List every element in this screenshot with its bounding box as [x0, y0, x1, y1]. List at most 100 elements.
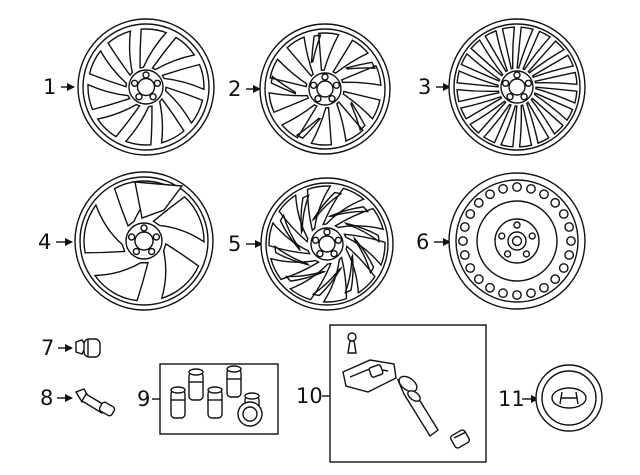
spoke-window — [88, 49, 128, 88]
lug-hole — [503, 250, 512, 258]
vent-hole — [459, 222, 470, 232]
callout-2: 2 — [228, 77, 261, 101]
spoke-window — [151, 36, 196, 71]
spoke-window — [311, 266, 343, 297]
alloy-wheel-multi-spoke-illustration — [448, 18, 586, 156]
spoke-window — [459, 95, 503, 120]
callout-7: 7 — [41, 336, 73, 360]
spoke-window — [311, 191, 343, 222]
vent-hole — [473, 274, 484, 285]
hub — [507, 231, 527, 251]
spoke-window — [335, 101, 364, 142]
spoke-window — [161, 63, 205, 91]
lug-hole — [316, 250, 324, 258]
spoke-window — [310, 34, 322, 64]
lug-hole — [132, 247, 141, 256]
lug-hole — [323, 228, 331, 236]
spoke-window — [332, 39, 370, 75]
spoke-window — [344, 61, 376, 70]
spoke-window — [344, 252, 354, 294]
spoke-window — [164, 86, 204, 125]
spoke-window — [501, 26, 516, 70]
lug-hole — [321, 73, 329, 81]
vent-hole — [550, 197, 561, 208]
valve-stem-illustration — [74, 388, 116, 417]
callout-9: 9 — [137, 387, 160, 411]
spoke-window — [522, 30, 552, 71]
vent-hole — [564, 250, 575, 260]
lug-hole — [140, 224, 148, 232]
callout-number: 8 — [40, 386, 53, 410]
callout-number: 3 — [418, 75, 431, 99]
rim-inner — [79, 176, 209, 306]
vent-hole — [558, 263, 569, 273]
vent-hole — [526, 288, 536, 299]
center-bore — [134, 231, 154, 251]
center-bore — [508, 78, 526, 96]
rim-inner — [455, 179, 579, 303]
tpms-sensor-kit-illustration — [329, 324, 487, 463]
lug-nut-illustration — [75, 338, 101, 358]
vent-hole — [564, 222, 575, 232]
lug-hole — [309, 81, 318, 89]
kit-box — [329, 324, 487, 463]
vent-hole — [465, 263, 476, 273]
callout-number: 5 — [228, 232, 241, 256]
lug-hole — [498, 232, 506, 240]
callout-number: 10 — [296, 384, 323, 408]
lug-hole — [147, 247, 156, 256]
lug-hole — [127, 233, 136, 241]
spoke-window — [279, 213, 301, 253]
vent-hole — [539, 282, 549, 293]
spoke-window — [460, 52, 501, 82]
spoke-window — [484, 29, 509, 73]
spoke-window — [350, 101, 366, 132]
vent-hole — [498, 288, 508, 299]
lug-hole — [506, 93, 514, 101]
spoke-window — [456, 70, 499, 88]
lug-hole — [311, 236, 320, 244]
alloy-wheel-turbine-illustration — [74, 171, 214, 311]
spoke-window — [500, 105, 518, 148]
spoke-window — [284, 270, 327, 282]
callout-11: 11 — [498, 387, 539, 411]
spoke-window — [317, 32, 340, 72]
spoke-window — [152, 195, 205, 244]
lug-hole — [149, 93, 157, 101]
hub-ring — [494, 218, 540, 264]
steel-spare-wheel-illustration — [448, 172, 586, 310]
vent-hole — [550, 274, 561, 285]
spoke-window — [518, 104, 533, 148]
lug-nut-in-set — [207, 386, 223, 419]
alloy-wheel-directional-illustration — [260, 177, 394, 311]
callout-3: 3 — [418, 75, 451, 99]
lug-hole — [524, 79, 533, 87]
vent-hole — [512, 290, 522, 300]
lock-key — [237, 401, 263, 427]
lug-hole — [522, 250, 531, 258]
lug-nut-in-set — [170, 386, 186, 419]
spoke-window — [340, 64, 382, 87]
callout-8: 8 — [40, 386, 73, 410]
lug-hole — [130, 79, 139, 87]
lug-nut-in-set — [226, 365, 242, 398]
callout-number: 1 — [43, 75, 56, 99]
vent-hole — [566, 236, 576, 246]
spoke-window — [531, 54, 575, 79]
spoke-window — [516, 26, 534, 69]
center-bore — [318, 235, 336, 253]
vent-hole — [459, 250, 470, 260]
callout-number: 11 — [498, 387, 525, 411]
callout-6: 6 — [416, 230, 451, 254]
callout-number: 4 — [38, 230, 51, 254]
callout-1: 1 — [43, 75, 75, 99]
spoke-window — [456, 88, 500, 103]
callout-4: 4 — [38, 230, 73, 254]
spoke-window — [470, 39, 504, 77]
lug-hole — [153, 79, 162, 87]
rim-inner — [265, 182, 389, 306]
callout-number: 9 — [137, 387, 150, 411]
spoke-window — [87, 83, 131, 111]
vent-hole — [458, 236, 468, 246]
